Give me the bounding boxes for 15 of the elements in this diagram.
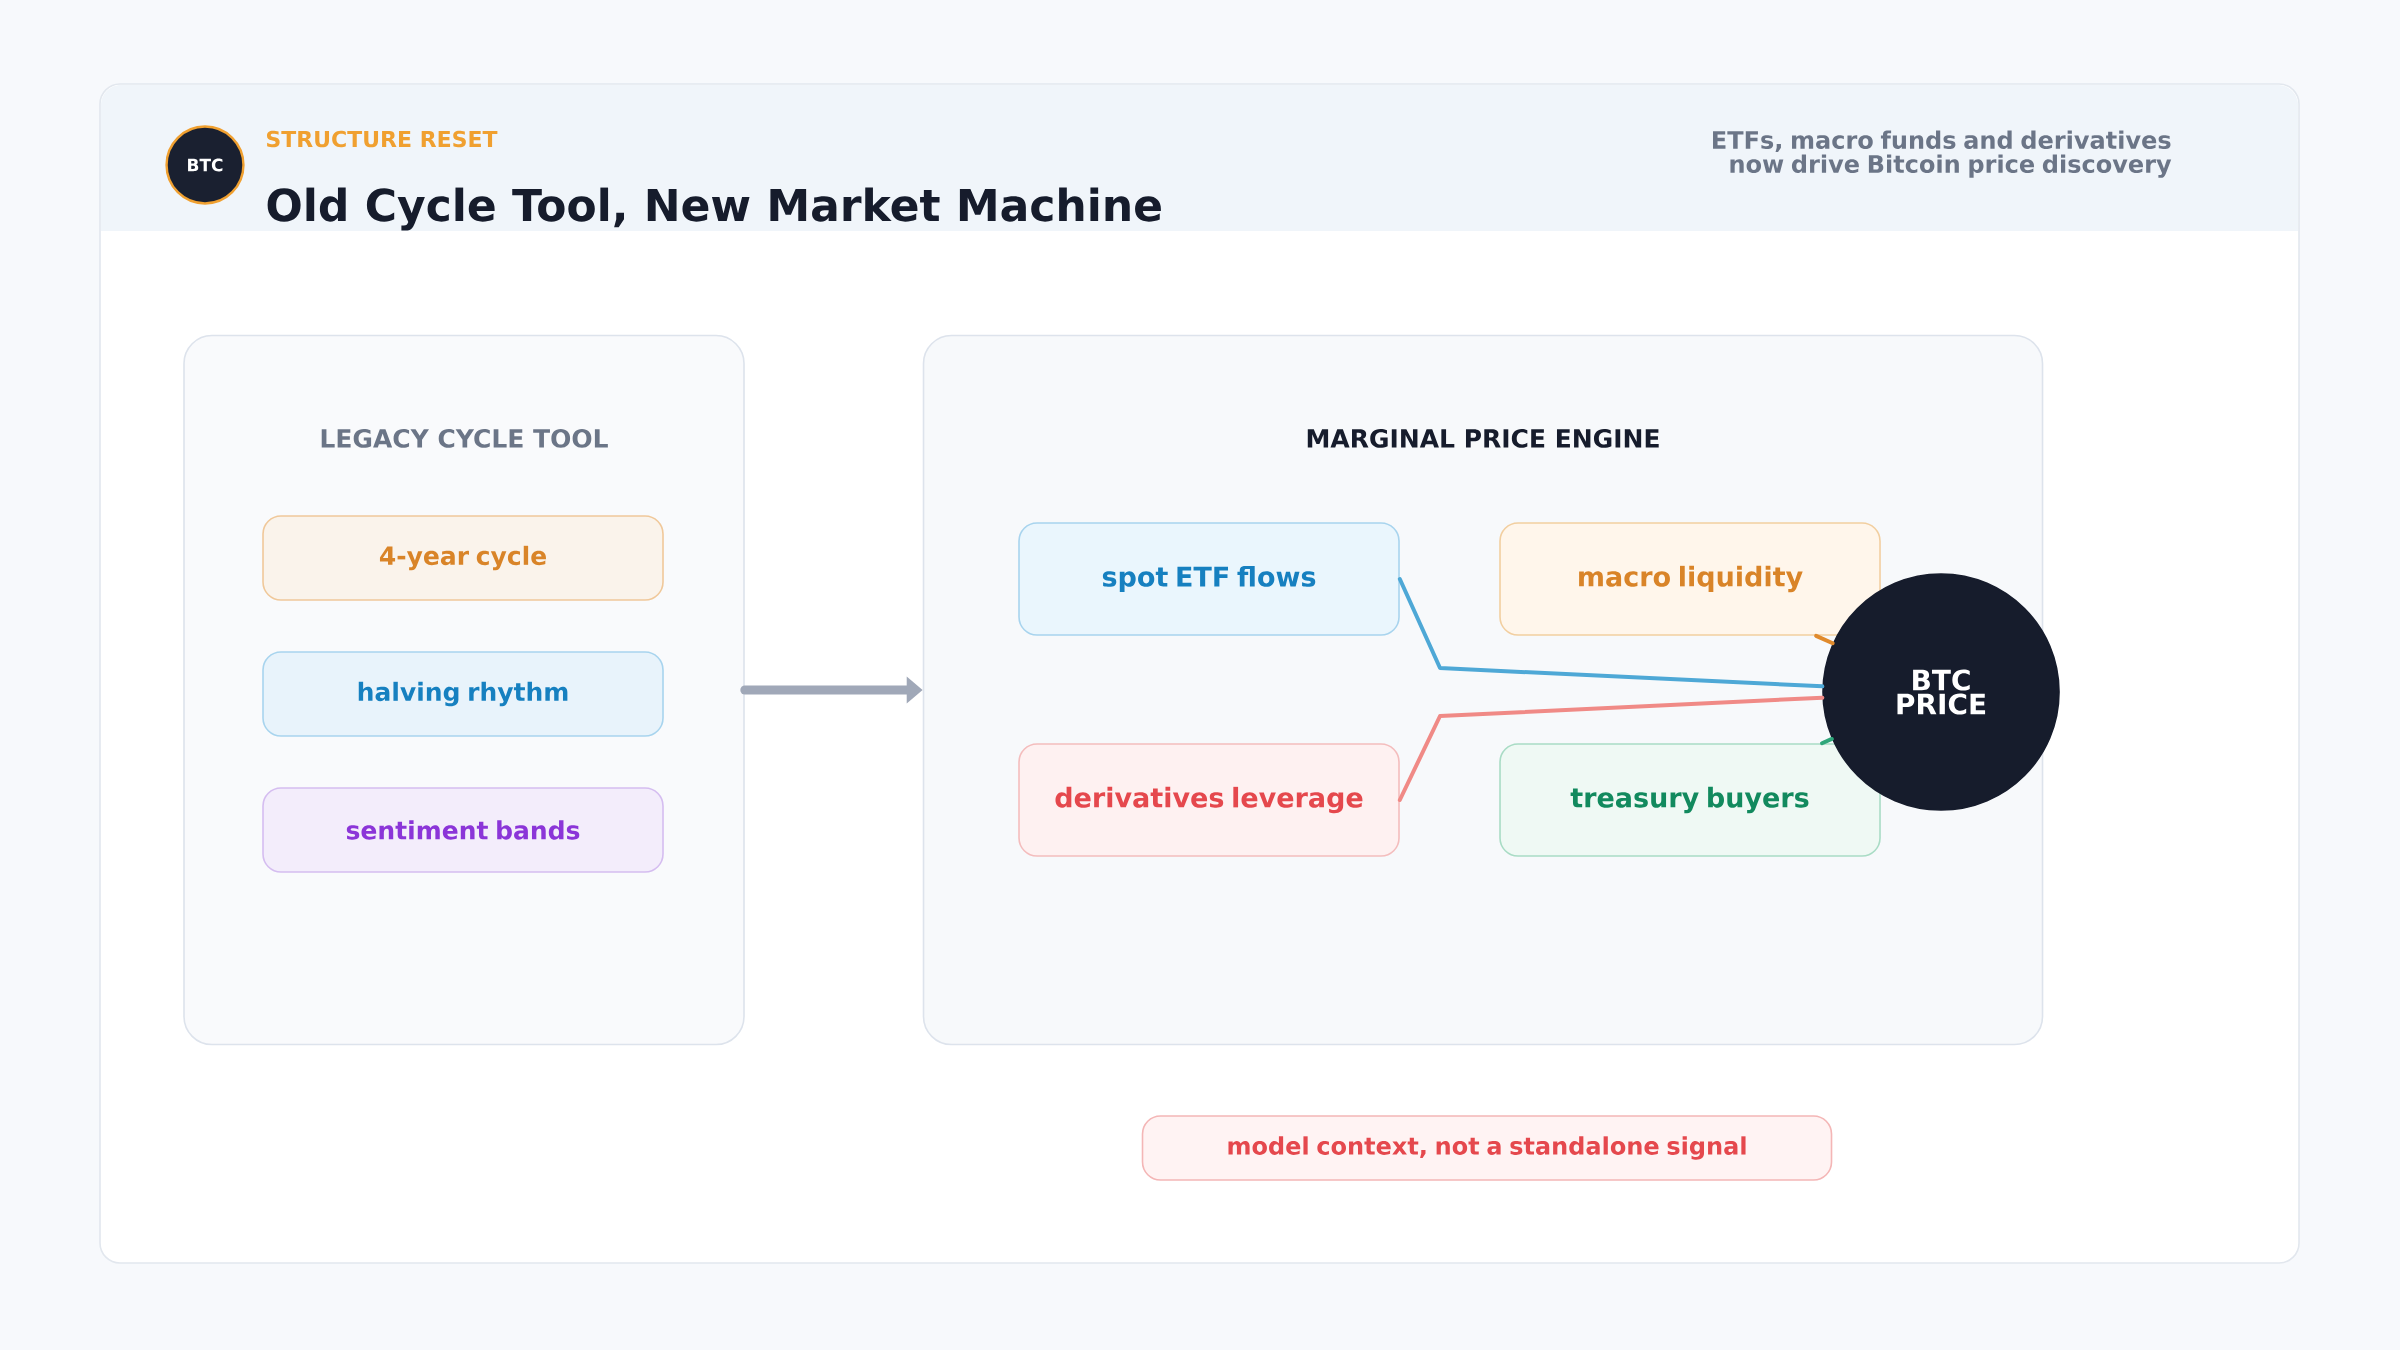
note-box: model context, not a standalone signal (1141, 1115, 1833, 1181)
eyebrow-label: STRUCTURE RESET (266, 130, 498, 148)
factor-box: sentiment bands (262, 787, 664, 873)
connector-line (1397, 577, 1825, 689)
driver-box: spot ETF flows (1018, 522, 1400, 636)
driver-box: derivatives leverage (1018, 743, 1400, 857)
connector-line (1814, 633, 1835, 646)
title: Old Cycle Tool, New Market Machine (267, 187, 1161, 231)
connector-line (1397, 695, 1825, 802)
connector-line (1820, 736, 1834, 746)
driver-box: treasury buyers (1499, 743, 1881, 857)
factor-box: halving rhythm (262, 651, 664, 737)
subtitle: ETFs, macro funds and derivatives now drive Bitcoin price discovery (1713, 130, 2172, 178)
driver-box: macro liquidity (1499, 522, 1881, 636)
factor-box: 4-year cycle (262, 515, 664, 601)
